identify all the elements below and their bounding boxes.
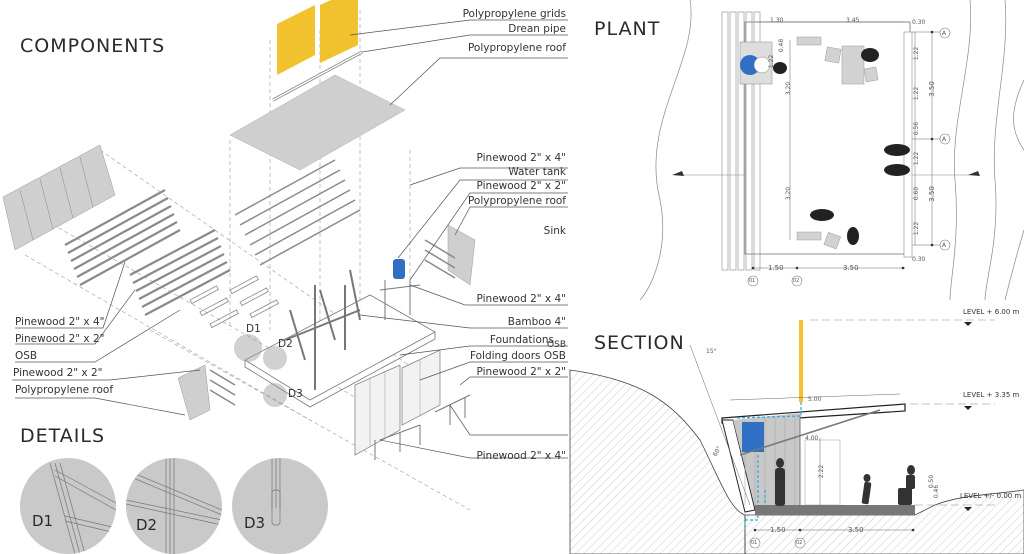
leader-lines — [12, 19, 568, 459]
plant-marker-a-3: A — [942, 242, 947, 249]
bamboo-frame — [284, 269, 361, 390]
plant-section-marker-a-3 — [939, 239, 951, 251]
plant-section-marker-a-2 — [939, 133, 951, 145]
label-left-pinewood-2x2-b: Pinewood 2" x 2" — [13, 367, 103, 379]
section-floor-slab — [755, 505, 915, 515]
detail-marker-d3 — [263, 383, 287, 407]
detail-d2-drawing — [126, 458, 222, 554]
detail-label-d3: D3 — [288, 388, 303, 400]
detail-marker-d1 — [234, 334, 262, 362]
detail-marker-d2 — [263, 346, 287, 370]
water-tank — [393, 259, 405, 279]
label-left-polypropylene-roof: Polypropylene roof — [15, 384, 114, 396]
detail-d2: D2 — [126, 458, 222, 554]
detail-d3-drawing — [271, 458, 281, 526]
section-people — [775, 458, 915, 506]
section-angle-15: 15° — [706, 348, 717, 355]
components-title: COMPONENTS — [20, 35, 166, 57]
label-polypropylene-roof: Polypropylene roof — [467, 42, 566, 54]
section-title: SECTION — [594, 332, 685, 354]
plant-dim-corner-1: 0.30 — [912, 256, 926, 263]
label-foundations: Foundations — [489, 334, 554, 346]
detail-label-d1: D1 — [246, 323, 261, 335]
osb-slats — [189, 275, 279, 329]
detail-label-d2: D2 — [278, 338, 293, 350]
plant-water-tank — [740, 55, 760, 75]
label-pinewood-2x2-a: Pinewood 2" x 2" — [476, 180, 566, 192]
polypropylene-grid-1 — [277, 5, 315, 75]
detail-d2-label: D2 — [136, 516, 158, 534]
plant-people — [773, 48, 910, 245]
label-pinewood-2x4-c: Pinewood 2" x 4" — [476, 450, 566, 462]
label-bamboo: Bamboo 4" — [507, 316, 566, 328]
label-left-pinewood-2x2-a: Pinewood 2" x 2" — [15, 333, 105, 345]
label-polypropylene-grids: Polypropylene grids — [462, 8, 566, 20]
contour-lines — [639, 0, 1024, 301]
section-dim-seat-2: 0.46 — [933, 484, 941, 499]
plant-dim-top-3: 0.30 — [912, 19, 926, 26]
plant-dim-bottom-2: 3.50 — [843, 264, 859, 272]
plant-dim-bottom-1: 1.50 — [768, 264, 784, 272]
plant-axis-01: 01 — [749, 278, 756, 284]
details-title: DETAILS — [20, 425, 106, 447]
section-dim-height: 2.22 — [818, 464, 826, 479]
label-polypropylene-roof-b: Polypropylene roof — [467, 195, 566, 207]
plant-furniture — [796, 36, 879, 250]
section-polypropylene-grid — [799, 320, 803, 402]
detail-d1: D1 — [20, 458, 116, 554]
section-axis-01-marker — [749, 537, 761, 549]
polypropylene-grid-2 — [320, 0, 358, 63]
plant-section-marker-a-1 — [939, 27, 951, 39]
plant-marker-a-2: A — [942, 136, 947, 143]
label-drain-pipe: Drean pipe — [508, 23, 566, 35]
polypropylene-roof-right — [447, 224, 476, 286]
label-left-osb: OSB — [15, 350, 38, 362]
polypropylene-roof-left — [2, 144, 116, 251]
label-sink: Sink — [543, 225, 566, 237]
label-pinewood-2x2-b: Pinewood 2" x 2" — [476, 366, 566, 378]
label-pinewood-2x4-b: Pinewood 2" x 4" — [476, 293, 566, 305]
section-dim-brace: 4.00 — [805, 435, 819, 442]
plant-axis-01-marker — [747, 275, 759, 287]
projection-lines — [9, 10, 471, 511]
foundations — [374, 394, 471, 460]
label-osb: OSB — [547, 340, 566, 350]
section-axis-01: 01 — [751, 540, 758, 546]
polypropylene-roof-left-bottom — [177, 364, 211, 421]
detail-d1-label: D1 — [32, 512, 54, 530]
pinewood-bars-left — [64, 189, 231, 316]
polypropylene-roof-top — [229, 74, 406, 171]
detail-d3-label: D3 — [244, 514, 266, 532]
section-dim-bottom-2: 3.50 — [848, 526, 864, 534]
exploded-axonometric — [2, 0, 568, 511]
section-terrain-left — [569, 369, 746, 554]
section-dim-roof: 5.00 — [808, 396, 822, 403]
plant-marker-a-1: A — [942, 30, 947, 37]
plant-axis-02: 02 — [793, 278, 800, 284]
section-axis-02-marker — [794, 537, 806, 549]
plant-dim-top-2: 3.45 — [846, 17, 860, 24]
detail-d3: D3 — [232, 458, 328, 554]
label-folding-doors: Folding doors OSB — [469, 350, 566, 362]
plant-title: PLANT — [594, 18, 661, 40]
level-6m: LEVEL + 6.00 m — [963, 308, 1020, 316]
plant-axis-02-marker — [791, 275, 803, 287]
sink-frame — [379, 280, 421, 320]
level-3-35m: LEVEL + 3.35 m — [963, 391, 1020, 399]
section-dim-bottom-1: 1.50 — [770, 526, 786, 534]
pinewood-bars-roof — [234, 159, 361, 266]
label-water-tank: Water tank — [508, 166, 566, 178]
label-left-pinewood-2x4: Pinewood 2" x 4" — [15, 316, 105, 328]
plant-dim-top-1: 1.30 — [770, 17, 784, 24]
section-terrain-ground — [744, 489, 1024, 554]
level-0m: LEVEL +/- 0.00 m — [960, 492, 1022, 500]
section-axis-02: 02 — [796, 540, 803, 546]
section-water-tank — [742, 422, 764, 452]
detail-d1-drawing — [49, 462, 116, 554]
label-pinewood-2x4-a: Pinewood 2" x 4" — [476, 152, 566, 164]
folding-doors-osb — [354, 364, 401, 456]
